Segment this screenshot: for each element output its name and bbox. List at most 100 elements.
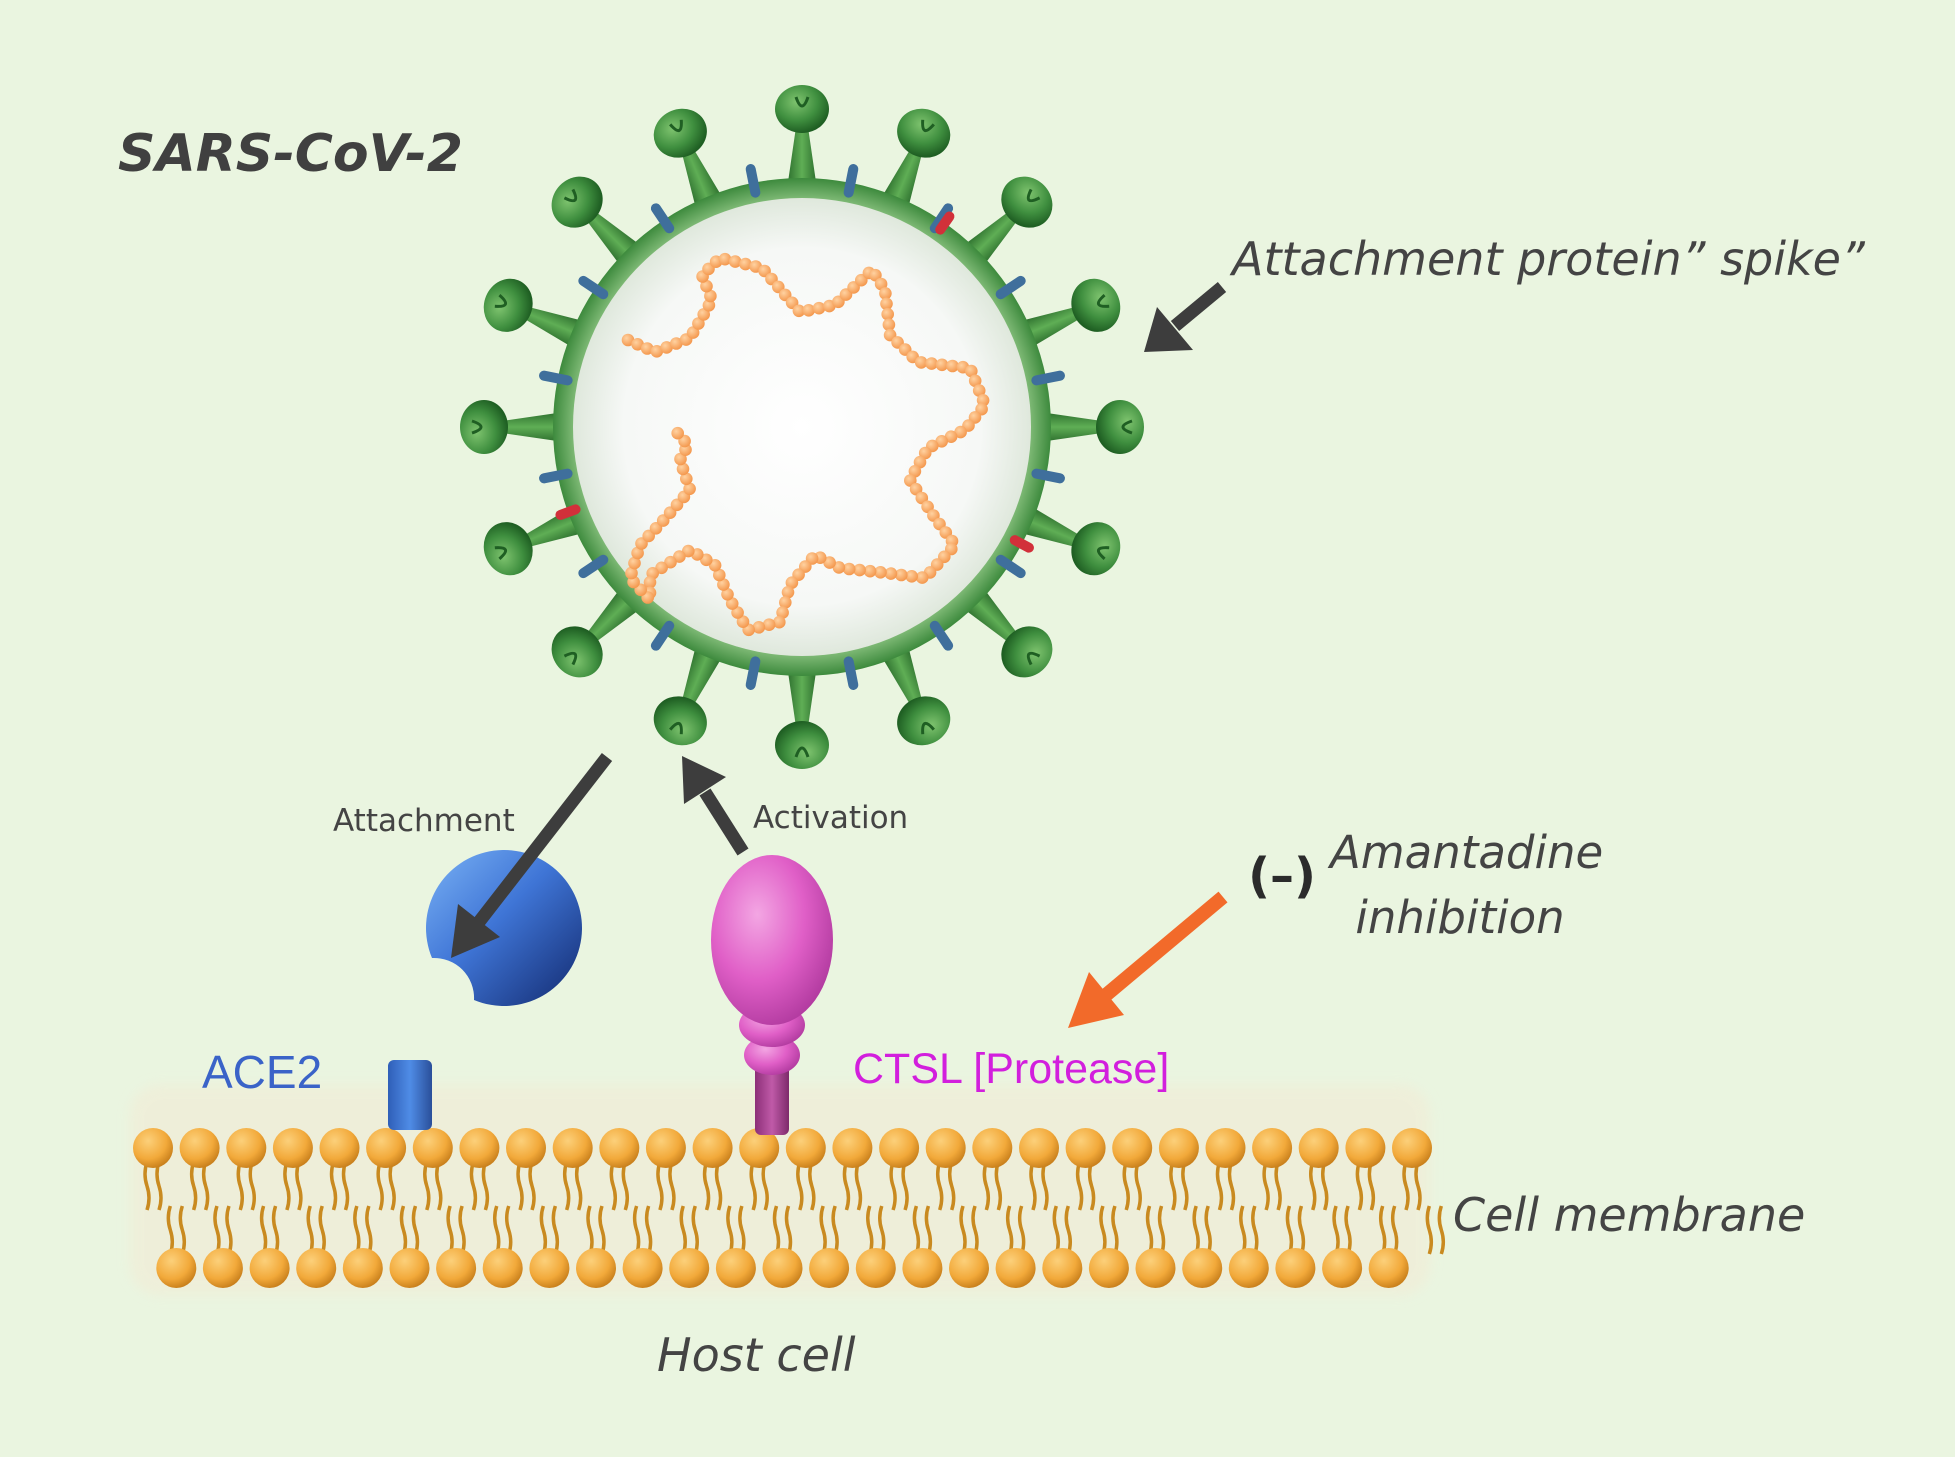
lipid-tail: [1262, 1161, 1270, 1211]
lipid-tail: [1169, 1161, 1177, 1211]
lipid-tail: [1320, 1161, 1329, 1211]
lipid-head: [552, 1128, 593, 1168]
rna-bead: [884, 567, 898, 580]
rna-bead: [680, 472, 693, 486]
rna-bead: [739, 257, 752, 271]
lipid-head: [622, 1248, 663, 1288]
lipid-head: [949, 1248, 989, 1288]
lipid-tail: [912, 1205, 921, 1255]
lipid-head: [296, 1248, 337, 1288]
rna-bead: [773, 615, 786, 629]
rna-bead: [882, 318, 896, 332]
lipid-tail: [749, 1161, 757, 1211]
rna-bead: [785, 576, 799, 589]
attachment-label: Attachment: [333, 803, 515, 839]
lipid-tail: [1145, 1205, 1154, 1255]
lipid-head: [1298, 1128, 1339, 1168]
lipid-tail: [1308, 1161, 1317, 1211]
lipid-tail: [388, 1161, 396, 1211]
lipid-head: [506, 1128, 546, 1168]
lipid-tail: [738, 1205, 746, 1255]
lipid-tail: [353, 1205, 361, 1255]
lipid-tail: [819, 1205, 827, 1255]
lipid-tail: [318, 1205, 326, 1255]
envelope-protein: [745, 656, 761, 690]
envelope-protein: [843, 656, 859, 690]
lipid-tail: [271, 1205, 280, 1255]
rna-bead: [879, 287, 892, 300]
lipid-tail: [971, 1205, 979, 1255]
spike-protein: [775, 85, 829, 189]
lipid-tail: [446, 1205, 454, 1255]
envelope-protein-red: [1009, 535, 1034, 553]
lipid-tail: [213, 1205, 221, 1255]
lipid-tail: [248, 1161, 257, 1211]
lipid-head: [995, 1248, 1036, 1288]
lipid-tail: [947, 1161, 956, 1211]
envelope-protein: [995, 554, 1026, 579]
ace2-label: ACE2: [202, 1046, 323, 1098]
rna-bead: [874, 566, 887, 579]
rna-bead: [944, 430, 958, 444]
lipid-tail: [1414, 1161, 1422, 1211]
lipid-tail: [1274, 1161, 1282, 1211]
rna-bead: [880, 297, 893, 311]
lipid-tail: [481, 1161, 490, 1211]
rna-bead: [968, 374, 982, 388]
lipid-head: [529, 1248, 570, 1288]
lipid-tail: [1367, 1161, 1376, 1211]
lipid-tail: [1390, 1205, 1399, 1255]
lipid-tail: [1285, 1205, 1294, 1255]
host-cell-label: Host cell: [657, 1328, 856, 1382]
lipid-tail: [808, 1161, 816, 1211]
inhibitor-symbol: (–): [1248, 848, 1316, 904]
lipid-tail: [621, 1161, 630, 1211]
lipid-tail: [1029, 1161, 1037, 1211]
rna-bead: [683, 482, 696, 496]
lipid-head: [879, 1128, 920, 1168]
lipid-tail: [1052, 1205, 1061, 1255]
lipid-tail: [1297, 1205, 1306, 1255]
virus-title: SARS-CoV-2: [118, 124, 463, 184]
lipid-tail: [1402, 1161, 1410, 1211]
lipid-tail: [901, 1161, 909, 1211]
envelope-protein: [578, 275, 609, 300]
lipid-head: [902, 1248, 943, 1288]
virus-interior: [573, 198, 1031, 656]
lipid-tail: [609, 1161, 618, 1211]
rna-bead: [643, 576, 657, 589]
rna-bead: [918, 446, 932, 460]
lipid-head: [645, 1128, 686, 1168]
rna-bead: [823, 556, 836, 569]
envelope-protein: [578, 554, 609, 579]
lipid-tail: [878, 1205, 886, 1255]
lipid-tail: [341, 1161, 350, 1211]
rna-bead: [776, 606, 789, 619]
rna-bead: [670, 337, 683, 350]
lipid-head: [1275, 1248, 1316, 1288]
lipid-head: [1182, 1248, 1223, 1288]
lipid-head: [739, 1128, 780, 1168]
lipid-head: [669, 1248, 710, 1288]
rna-bead: [762, 618, 776, 631]
lipid-head: [1158, 1128, 1199, 1168]
rna-bead: [874, 277, 888, 291]
lipid-head: [436, 1248, 477, 1288]
lipid-tail: [201, 1161, 210, 1211]
envelope-protein: [929, 620, 954, 651]
lipid-tail: [236, 1161, 245, 1211]
lipid-tail: [1075, 1161, 1084, 1211]
rna-bead: [792, 304, 806, 318]
lipid-head: [389, 1248, 430, 1288]
rna-bead: [692, 317, 705, 330]
lipid-tail: [1215, 1161, 1224, 1211]
lipid-head: [715, 1248, 756, 1288]
lipid-tail: [504, 1205, 513, 1255]
lipid-tail: [166, 1205, 175, 1255]
lipid-tail: [492, 1205, 501, 1255]
lipid-tail: [259, 1205, 268, 1255]
spike-protein-label: Attachment protein” spike”: [1232, 232, 1865, 286]
lipid-head: [342, 1248, 383, 1288]
activation-label: Activation: [753, 800, 909, 836]
